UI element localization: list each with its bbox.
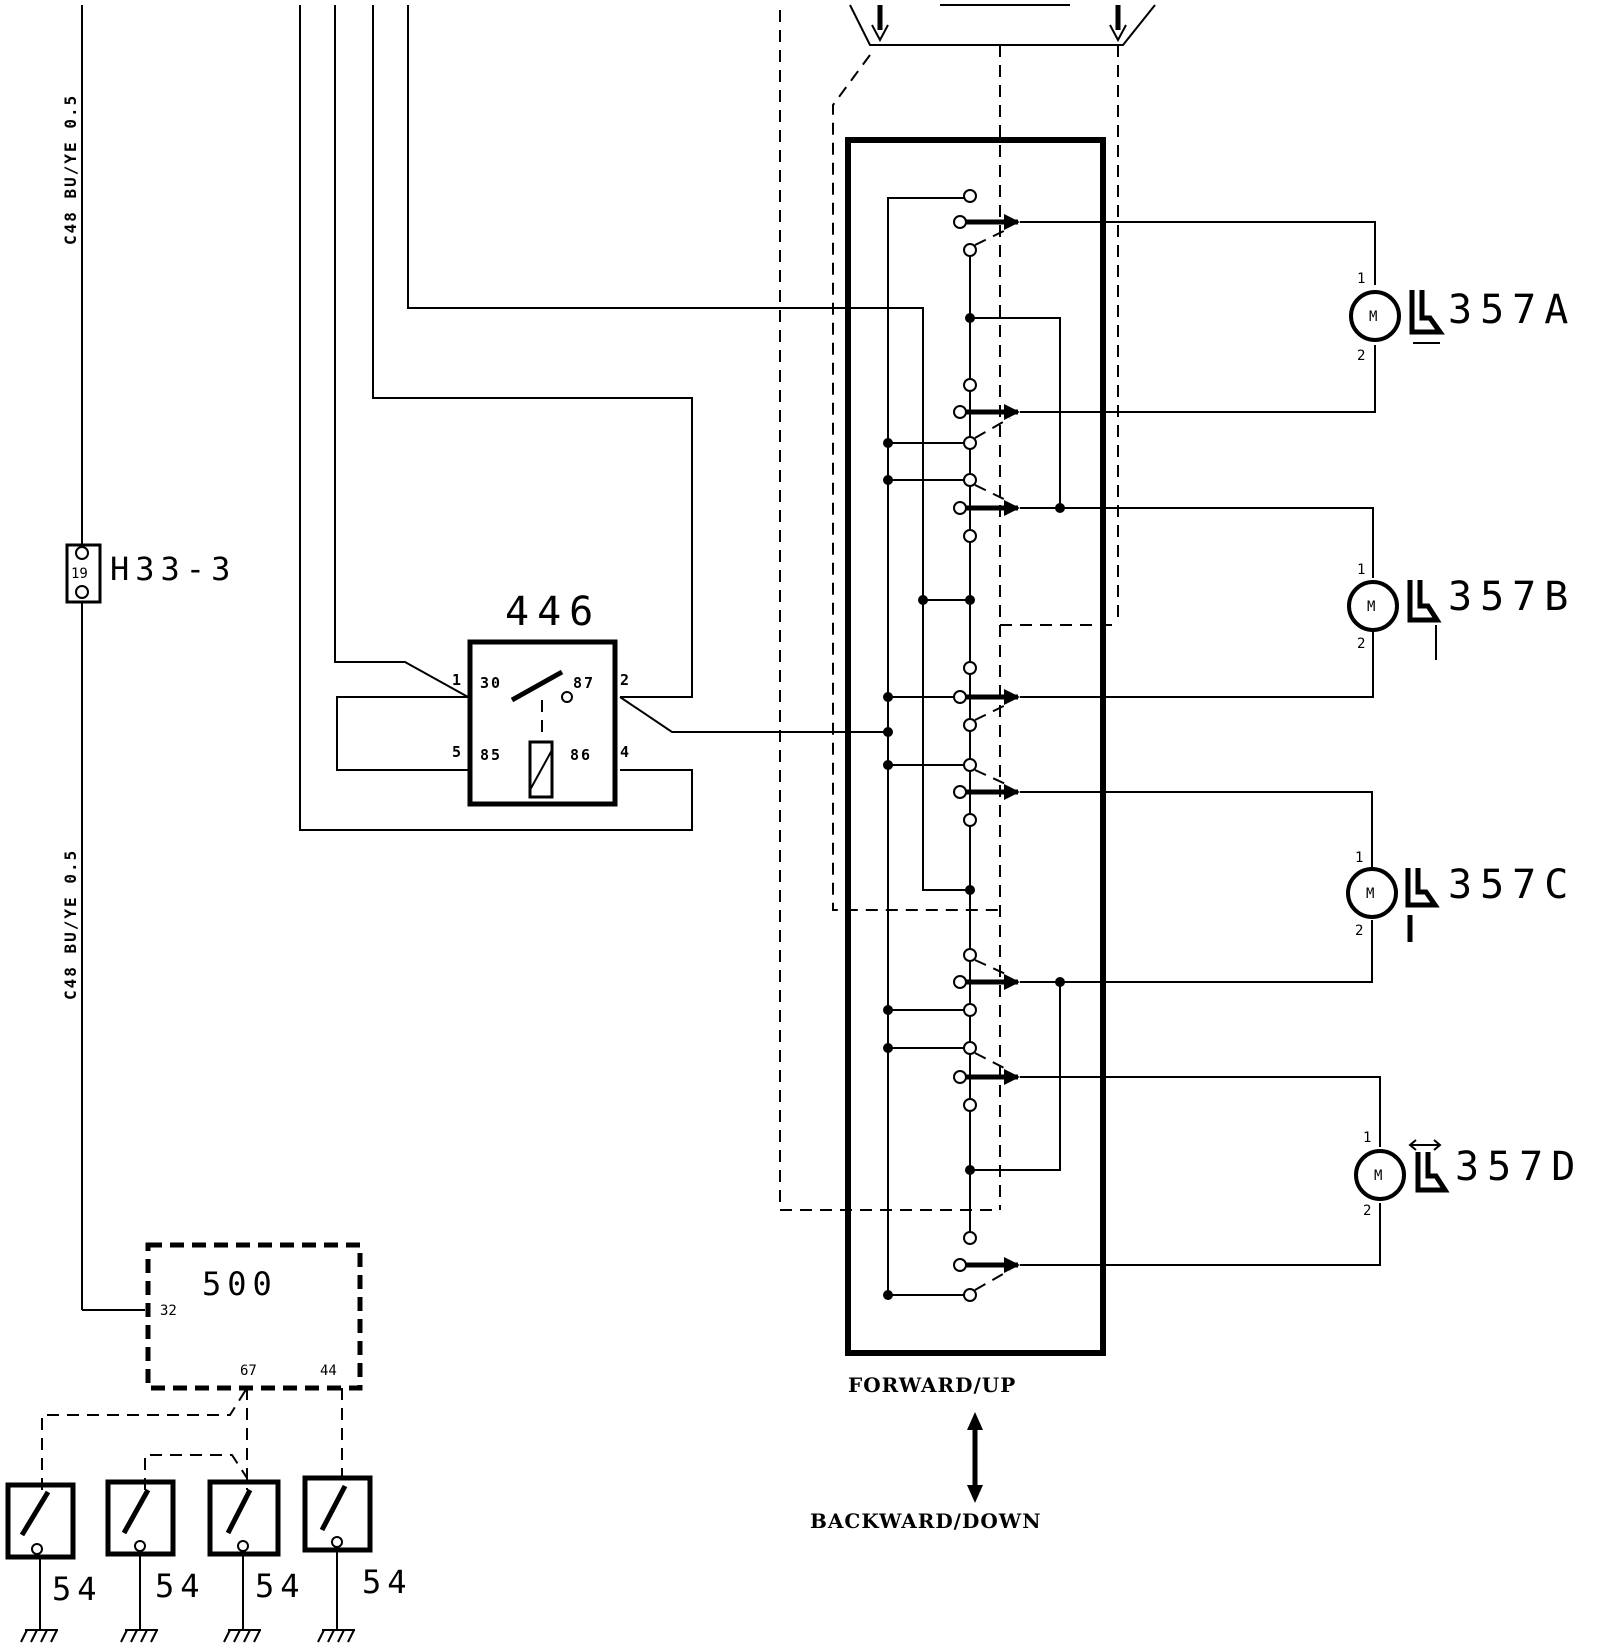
switch-dashed-wiring — [41, 1387, 343, 1490]
contact-group-a-down — [953, 378, 1020, 450]
motor-id-357d: 357D — [1455, 1144, 1583, 1190]
double-arrow-icon — [967, 1412, 983, 1503]
seat-icon — [1407, 580, 1442, 660]
switch-54-3 — [207, 1479, 281, 1643]
switch-54-4 — [302, 1475, 373, 1643]
contact-group-b-down — [953, 661, 1020, 732]
motor-wiring — [1020, 221, 1381, 1266]
switch-54-2 — [105, 1479, 176, 1643]
connector-h33-3: 19 — [65, 543, 102, 604]
module-pin-67: 67 — [240, 1363, 257, 1379]
motor-357a: M 1 2 — [1349, 271, 1445, 364]
relay-446: 30 87 85 86 — [467, 639, 618, 807]
contact-group-c-down — [953, 948, 1020, 1017]
seat-icon — [1408, 1139, 1450, 1193]
motor-id-357b: 357B — [1448, 574, 1576, 620]
seat-icon — [1405, 868, 1440, 942]
contact-group-d-up — [953, 1041, 1020, 1112]
relay-term-86: 86 — [570, 746, 592, 764]
relay-term-30: 30 — [480, 674, 502, 692]
motor-id-357a: 357A — [1448, 287, 1576, 333]
motor-pin-1: 1 — [1363, 1130, 1371, 1146]
motor-pin-2: 2 — [1357, 348, 1365, 364]
relay-pin-4: 4 — [620, 743, 631, 761]
motor-id-357c: 357C — [1448, 862, 1576, 908]
motor-symbol: M — [1366, 886, 1374, 902]
motor-pin-1: 1 — [1355, 850, 1363, 866]
motor-pin-2: 2 — [1363, 1203, 1371, 1219]
motor-pin-1: 1 — [1357, 562, 1365, 578]
relay-pin-1: 1 — [452, 671, 463, 689]
motor-357c: M 1 2 — [1346, 850, 1440, 942]
seat-switch-block — [845, 137, 1106, 1356]
motor-pin-2: 2 — [1357, 636, 1365, 652]
switch-label-2: 54 — [155, 1567, 206, 1605]
connector-pin: 19 — [71, 566, 88, 582]
switch-label-3: 54 — [255, 1567, 306, 1605]
module-id: 500 — [202, 1265, 278, 1303]
relay-term-87: 87 — [573, 674, 595, 692]
motor-symbol: M — [1369, 309, 1377, 325]
contact-group-b-up — [953, 473, 1020, 543]
module-500 — [145, 1242, 363, 1391]
relay-wiring — [299, 5, 970, 891]
module-pin-44: 44 — [320, 1363, 337, 1379]
feed-wire — [81, 5, 145, 1311]
direction-forward-label: FORWARD/UP — [848, 1373, 1016, 1397]
direction-backward-label: BACKWARD/DOWN — [810, 1509, 1042, 1533]
wire-label-top: C48 BU/YE 0.5 — [61, 94, 80, 245]
module-pin-32: 32 — [160, 1303, 177, 1319]
contact-group-c-up — [953, 758, 1020, 827]
seat-icon — [1409, 290, 1445, 344]
relay-term-85: 85 — [480, 746, 502, 764]
contact-group-d-down — [953, 1231, 1020, 1302]
motor-symbol: M — [1367, 599, 1375, 615]
motor-pin-2: 2 — [1355, 923, 1363, 939]
relay-id: 446 — [505, 589, 601, 635]
wire-label-bottom: C48 BU/YE 0.5 — [61, 849, 80, 1000]
contact-group-a-up — [953, 189, 1020, 257]
top-linkage — [779, 4, 1156, 1211]
switch-label-1: 54 — [52, 1570, 103, 1608]
switch-label-4: 54 — [362, 1563, 413, 1601]
relay-pin-5: 5 — [452, 743, 463, 761]
motor-symbol: M — [1374, 1168, 1382, 1184]
switch-54-1 — [5, 1482, 76, 1643]
motor-357d: M 1 2 — [1354, 1130, 1450, 1219]
motor-357b: M 1 2 — [1347, 562, 1442, 660]
motor-pin-1: 1 — [1357, 271, 1365, 287]
relay-pin-2: 2 — [620, 671, 631, 689]
connector-label: H33-3 — [110, 550, 236, 588]
